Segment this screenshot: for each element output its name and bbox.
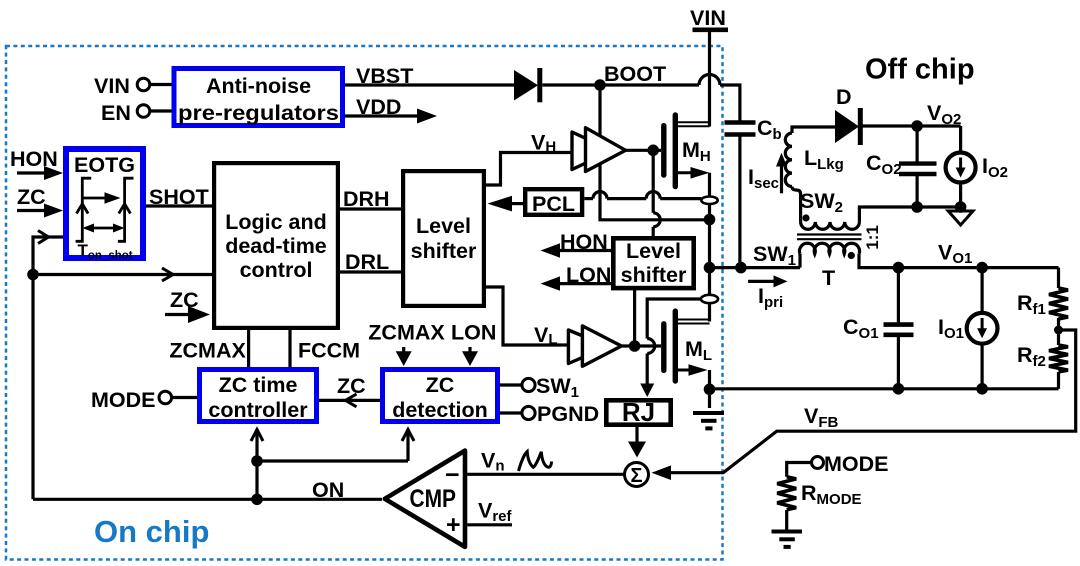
svg-text:HON: HON [10, 147, 58, 171]
svg-text:VIN: VIN [94, 74, 130, 98]
svg-text:MODE: MODE [824, 452, 889, 476]
svg-text:−: − [445, 461, 460, 489]
svg-text:ON: ON [312, 478, 344, 502]
svg-text:EN: EN [101, 101, 131, 125]
svg-text:Anti-noise: Anti-noise [206, 74, 311, 98]
svg-text:PGND: PGND [537, 402, 599, 426]
svg-text:LON: LON [451, 321, 496, 345]
svg-text:shifter: shifter [411, 239, 477, 263]
svg-text:VIN: VIN [690, 6, 726, 30]
svg-text:ZC: ZC [170, 288, 199, 312]
svg-text:pre-regulators: pre-regulators [178, 101, 339, 125]
svg-text:ZC: ZC [17, 185, 46, 209]
svg-text:1:1: 1:1 [863, 225, 882, 250]
svg-text:DRH: DRH [343, 187, 390, 211]
svg-text:ZC time: ZC time [219, 373, 298, 397]
svg-text:D: D [836, 85, 852, 109]
svg-text:control: control [240, 258, 313, 282]
svg-text:PCL: PCL [532, 192, 575, 216]
svg-text:VDD: VDD [356, 95, 401, 119]
svg-text:CMP: CMP [410, 485, 457, 513]
svg-text:controller: controller [208, 398, 308, 422]
svg-text:FCCM: FCCM [298, 339, 360, 363]
svg-text:+: + [446, 511, 461, 539]
svg-text:Level: Level [626, 239, 681, 263]
svg-text:ZC: ZC [426, 373, 455, 397]
svg-text:SHOT: SHOT [149, 185, 209, 209]
svg-text:ZCMAX: ZCMAX [169, 339, 246, 363]
svg-text:ZCMAX: ZCMAX [368, 321, 445, 345]
svg-text:DRL: DRL [345, 250, 389, 274]
svg-text:On chip: On chip [94, 514, 209, 549]
svg-text:Σ: Σ [630, 465, 642, 487]
svg-text:HON: HON [560, 230, 608, 254]
svg-text:ZC: ZC [337, 374, 366, 398]
svg-text:BOOT: BOOT [604, 62, 666, 86]
svg-text:Level: Level [416, 214, 471, 238]
svg-text:RJ: RJ [622, 397, 655, 427]
svg-text:EOTG: EOTG [74, 153, 135, 177]
svg-text:Off chip: Off chip [865, 54, 975, 86]
svg-text:shifter: shifter [621, 263, 687, 287]
svg-text:VO1: VO1 [938, 241, 972, 268]
svg-text:dead-time: dead-time [225, 234, 327, 258]
svg-text:VBST: VBST [356, 64, 413, 88]
svg-text:Logic and: Logic and [225, 210, 327, 234]
svg-text:detection: detection [392, 398, 488, 422]
svg-text:LON: LON [566, 263, 611, 287]
svg-text:MODE: MODE [91, 388, 156, 412]
svg-text:T: T [822, 266, 835, 290]
